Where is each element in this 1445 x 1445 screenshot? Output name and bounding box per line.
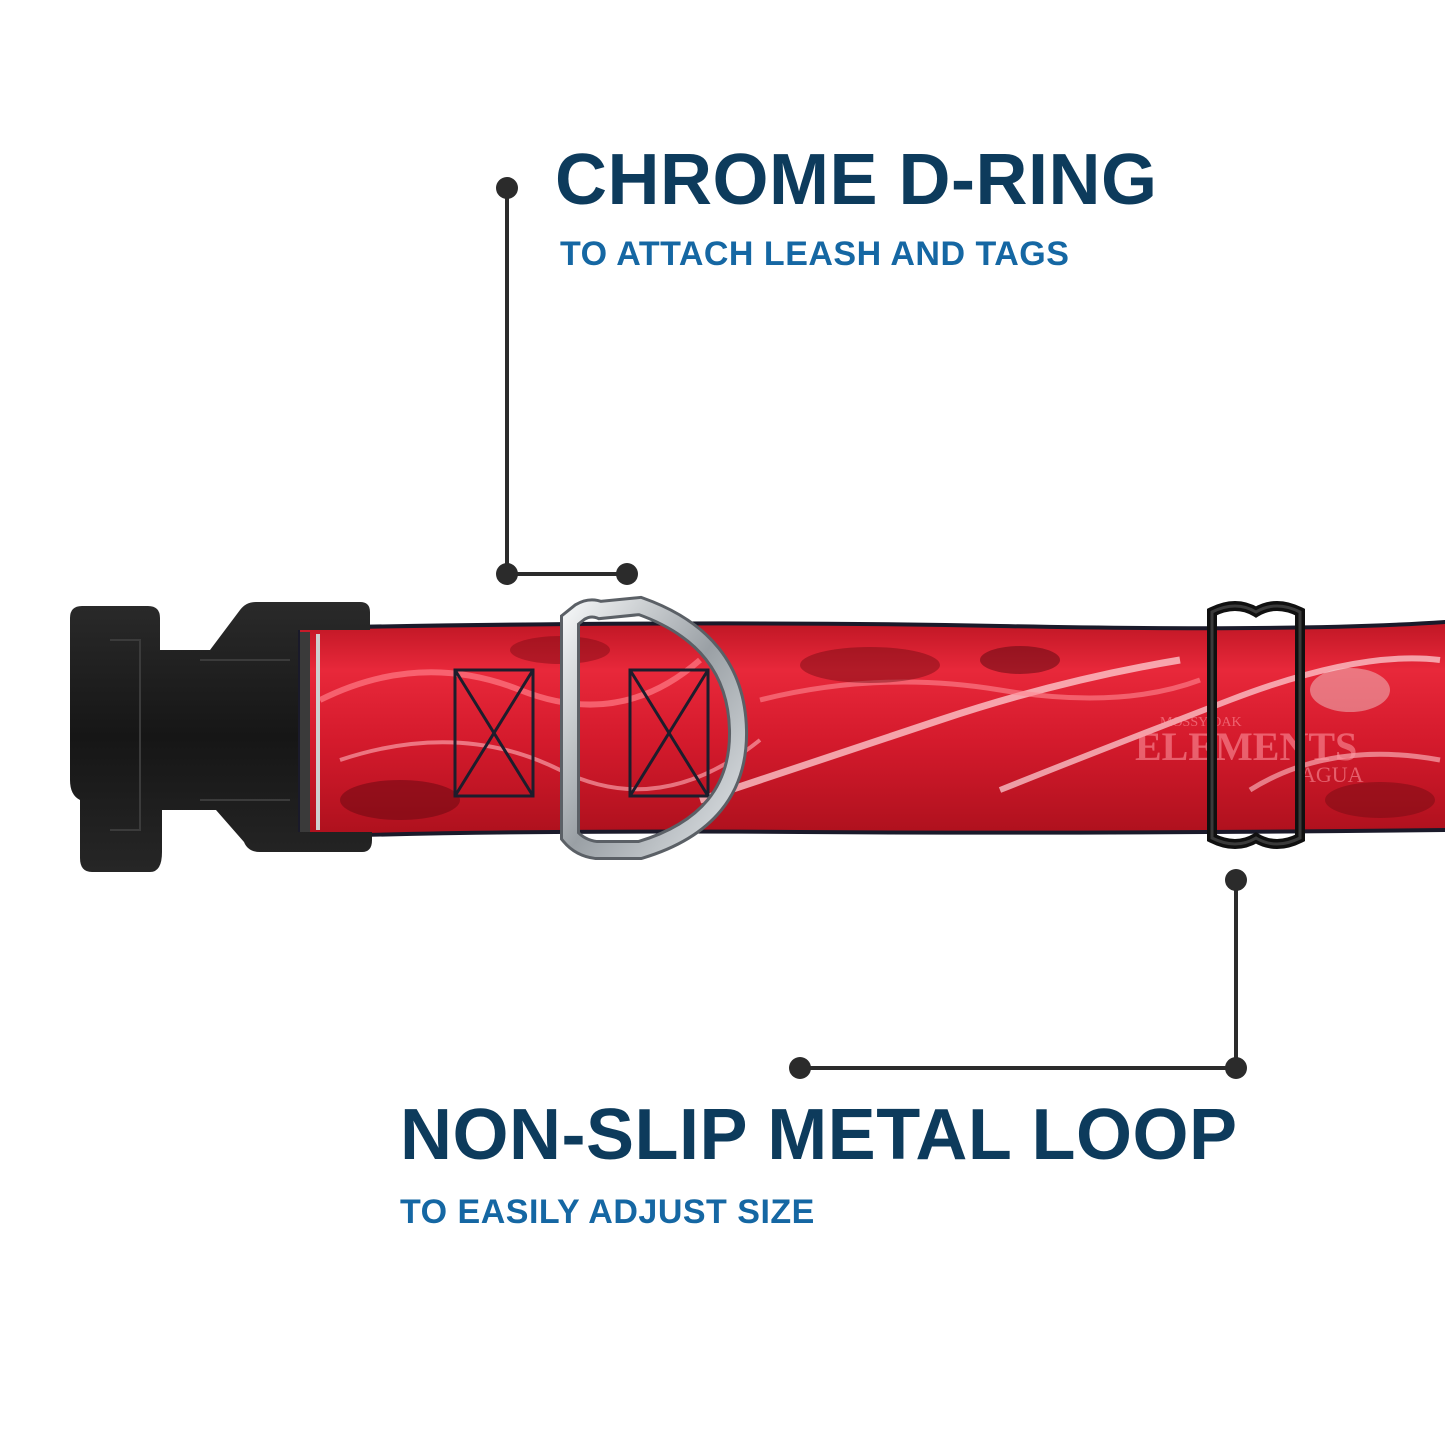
d-ring-leader-dot-corner: [496, 563, 518, 585]
metal-loop-leader-line: [800, 880, 1238, 1070]
metal-loop-leader-dot-corner: [1225, 1057, 1247, 1079]
chrome-d-ring: [560, 595, 749, 860]
d-ring-callout-subtitle: TO ATTACH LEASH AND TAGS: [560, 235, 1070, 273]
brand-logo-watermark: MOSSY OAK ELEMENTS AGUA: [1135, 715, 1364, 787]
d-ring-callout-title: CHROME D-RING: [555, 140, 1158, 220]
metal-slide-loop: [1207, 601, 1305, 849]
d-ring-leader-dot-end: [616, 563, 638, 585]
collar-webbing: MOSSY OAK ELEMENTS AGUA: [296, 620, 1445, 839]
stitch-box-left: [453, 668, 535, 798]
metal-loop-callout-title: NON-SLIP METAL LOOP: [400, 1095, 1238, 1175]
d-ring-leader-dot-top: [496, 177, 518, 199]
stitch-box-right: [628, 668, 710, 798]
svg-text:ELEMENTS: ELEMENTS: [1135, 724, 1357, 769]
metal-loop-leader-dot-end: [789, 1057, 811, 1079]
metal-loop-callout-subtitle: TO EASILY ADJUST SIZE: [400, 1193, 815, 1231]
plastic-buckle: [70, 602, 372, 872]
svg-text:AGUA: AGUA: [1300, 762, 1364, 787]
svg-text:MOSSY OAK: MOSSY OAK: [1160, 715, 1242, 730]
metal-loop-leader-dot-top: [1225, 869, 1247, 891]
